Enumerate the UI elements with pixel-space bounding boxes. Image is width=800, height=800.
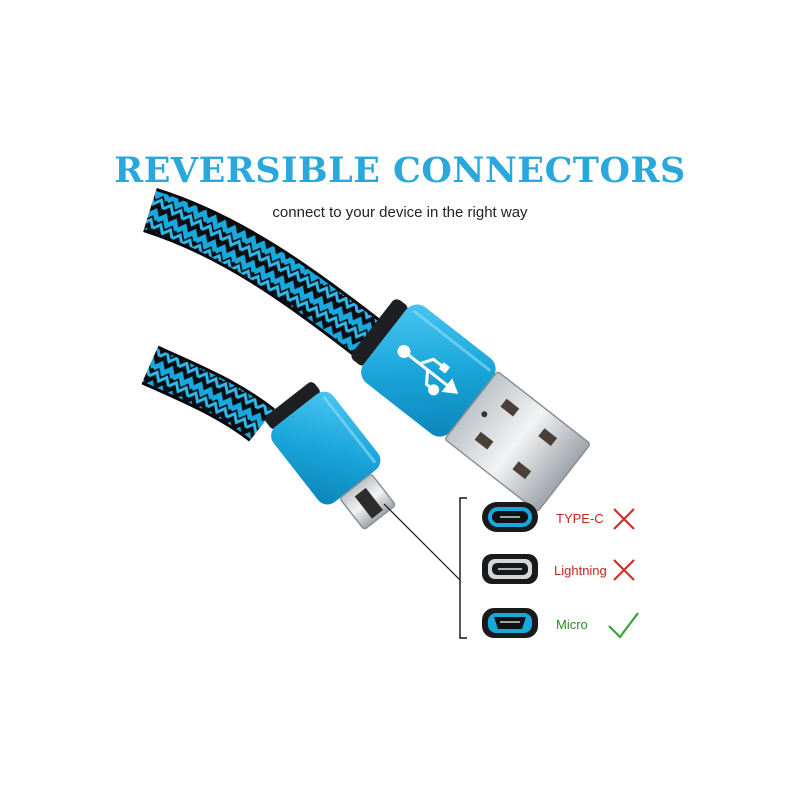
lightning-port-icon <box>482 554 538 584</box>
check-icon <box>608 612 639 639</box>
callout-bracket <box>459 497 467 639</box>
headline: REVERSIBLE CONNECTORS <box>114 150 686 191</box>
connector-label-lightning: Lightning <box>554 563 607 578</box>
cross-icon <box>613 508 635 530</box>
type-c-port-icon <box>482 502 538 532</box>
usb-symbol-icon <box>397 344 459 396</box>
connector-label-micro: Micro <box>556 617 588 632</box>
callout-line <box>383 503 461 581</box>
micro-usb-connector <box>265 382 396 530</box>
cross-icon <box>613 559 635 581</box>
connector-label-type-c: TYPE-C <box>556 511 604 526</box>
micro-port-icon <box>482 608 538 638</box>
micro-cable-braid <box>141 345 275 442</box>
subline: connect to your device in the right way <box>272 204 528 221</box>
usb-a-connector <box>351 299 591 512</box>
usb-cable-braid <box>142 188 395 367</box>
